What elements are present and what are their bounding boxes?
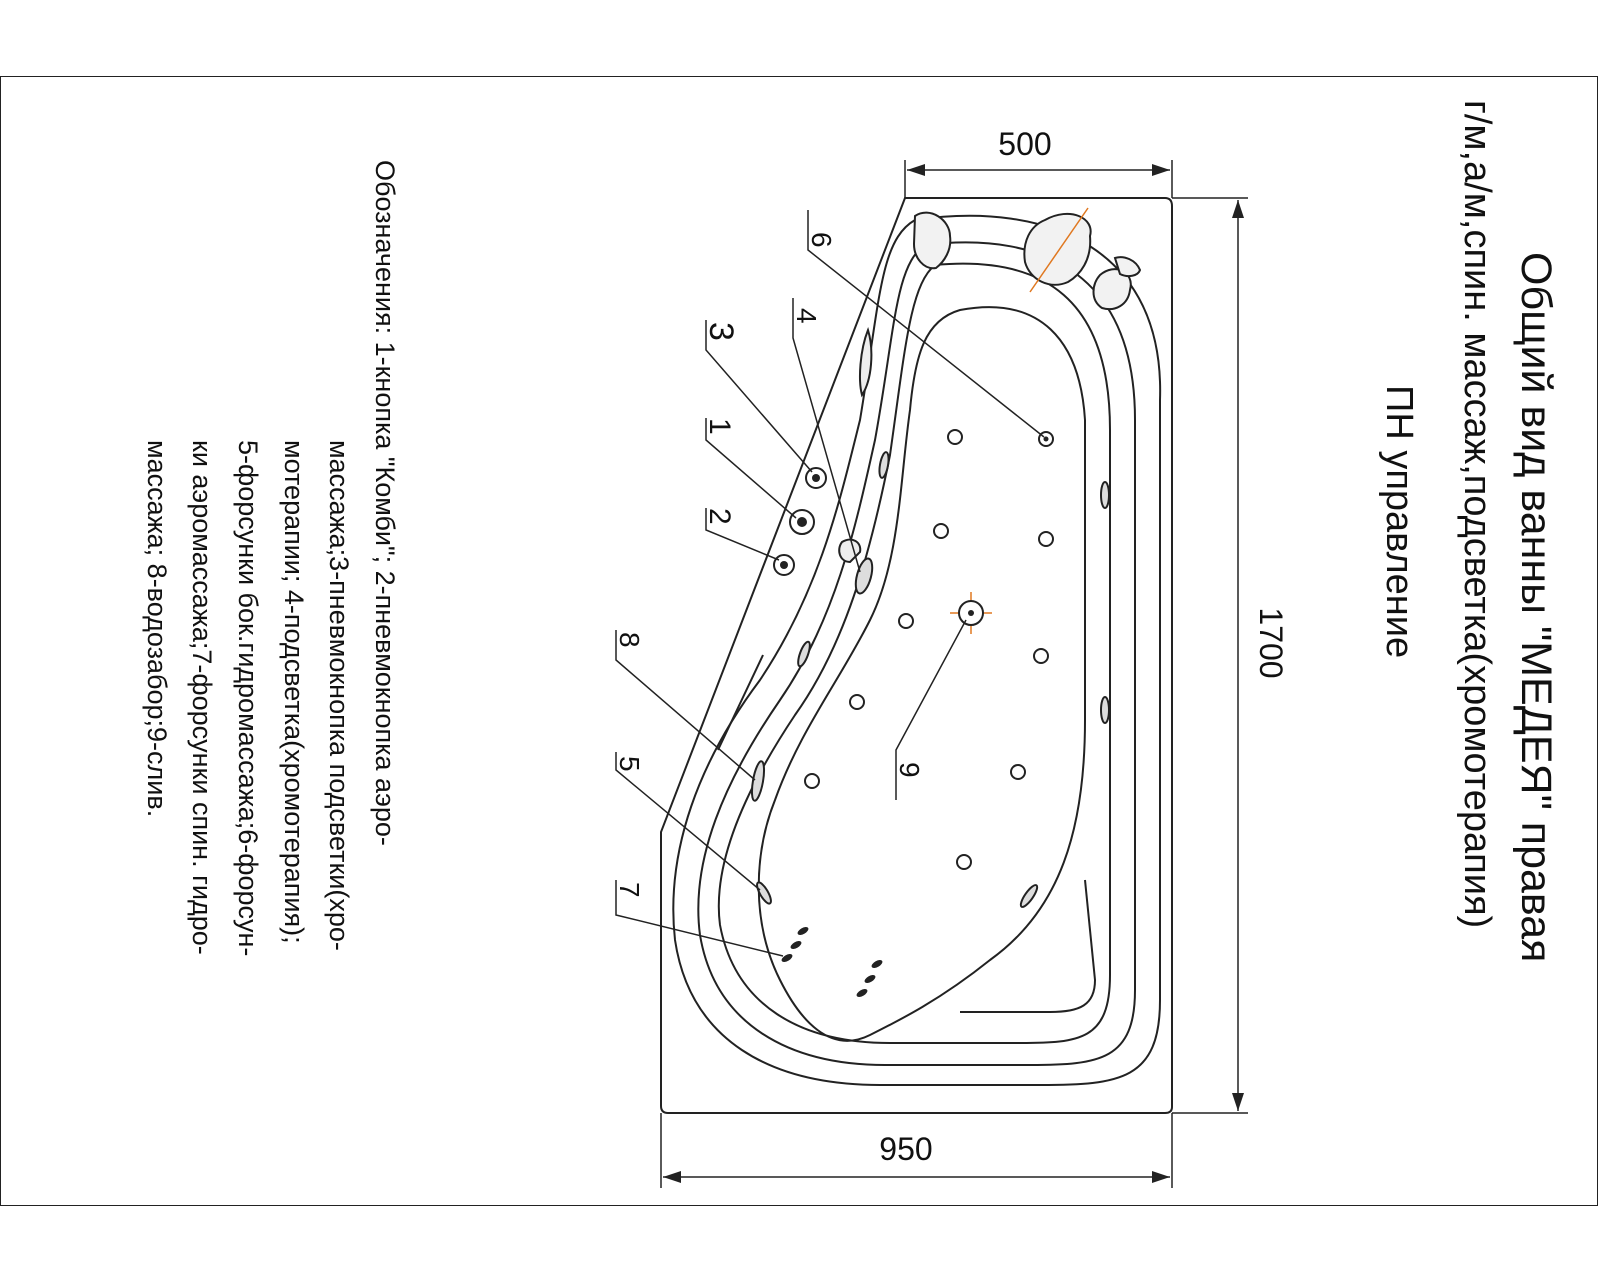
title-line-1: Общий вид ванны "МЕДЕЯ" правая [1512,252,1560,963]
callout-7: 7 [614,882,645,898]
callout-2: 2 [703,508,736,525]
callout-8: 8 [614,632,645,648]
legend-line-5: ки аэромассажа;7-форсунки спин. гидро- [187,440,217,955]
side-jets [750,451,1110,908]
light-strip [859,326,873,398]
callout-6: 6 [806,232,837,248]
tub-outline [660,197,1173,1114]
leader-lines [615,210,1045,957]
legend-line-6: массажа; 8-водозабор;9-слив. [142,440,172,818]
headrest-axis [1029,207,1089,293]
tub-rim-outer [672,214,1162,1086]
dim-side-label: 1700 [1253,607,1289,678]
legend-line-4: 5-форсунки бок.гидромассажа;6-форсун- [233,440,263,957]
drain [950,592,992,634]
aero-nozzles [804,429,1054,870]
dim-top-label: 500 [998,126,1051,162]
callout-1: 1 [703,418,736,435]
callout-5: 5 [614,756,645,772]
seat-line [960,879,1097,1013]
callout-3: 3 [702,322,740,341]
title-line-2: г/м,а/м,спин. массаж,подсветка(хромотера… [1456,100,1498,929]
drawing-frame [0,76,1598,1206]
dimension-lines [660,160,1248,1188]
legend-line-2: массажа;3-пневмокнопка подсветки(хро- [324,440,354,951]
title-line-3: ПН управление [1378,385,1420,659]
slot-line [717,654,764,751]
legend-line-1: Обозначения: 1-кнопка "Комби"; 2-пневмок… [370,160,400,846]
legend-line-3: мотерапии; 4-подсветка(хромотерапия); [279,440,309,944]
bowl-outline [757,306,1086,1042]
light-lens [838,538,862,564]
tub-rim-middle [697,241,1136,1066]
headrest [912,211,1142,310]
dim-bottom-label: 950 [879,1131,932,1167]
callout-9: 9 [894,762,925,778]
callout-4: 4 [791,308,822,324]
back-jets [781,927,883,997]
